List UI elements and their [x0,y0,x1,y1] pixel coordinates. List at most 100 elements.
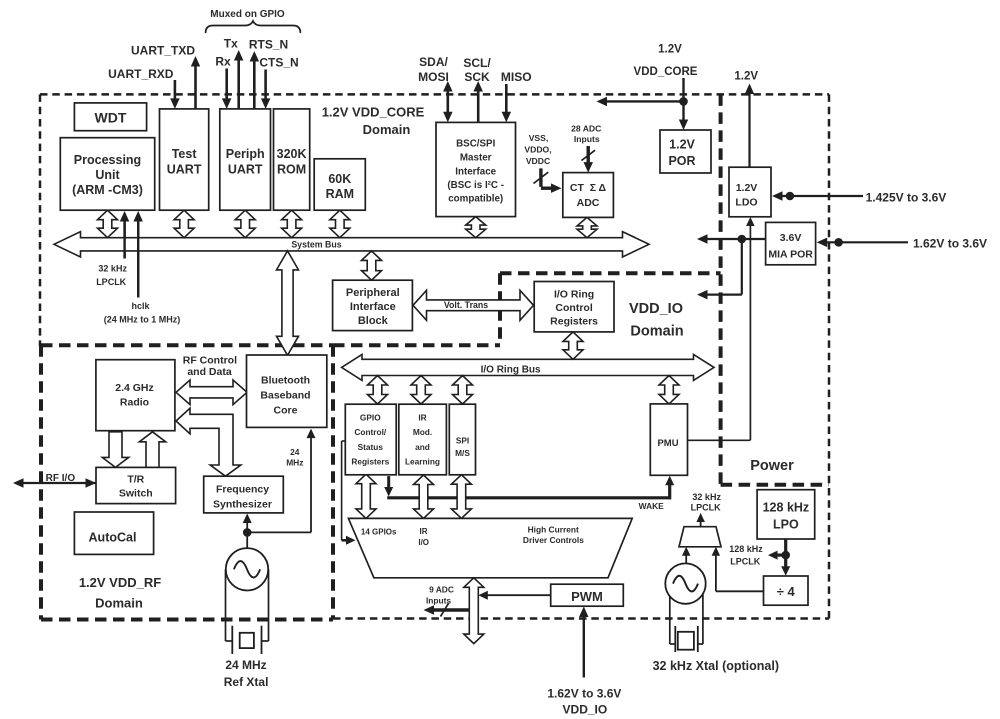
svg-text:RF I/O: RF I/O [46,473,76,484]
svg-text:I/O Ring: I/O Ring [554,289,594,301]
svg-text:System Bus: System Bus [291,239,341,249]
svg-text:VDD_IO: VDD_IO [563,703,608,717]
svg-text:VDD_IO: VDD_IO [629,301,683,317]
svg-text:POR: POR [668,154,695,168]
svg-text:MOSI: MOSI [418,70,449,84]
svg-text:IR: IR [418,413,426,423]
svg-text:AutoCal: AutoCal [89,531,137,545]
svg-text:MISO: MISO [501,70,532,84]
svg-text:Switch: Switch [119,488,153,500]
svg-text:LPO: LPO [773,518,799,532]
svg-text:1.2V: 1.2V [669,138,695,152]
svg-text:IR: IR [420,527,428,536]
svg-text:MIA POR: MIA POR [768,249,813,261]
svg-text:1.62V to 3.6V: 1.62V to 3.6V [547,687,621,701]
svg-text:BSC/SPI: BSC/SPI [456,139,495,150]
svg-text:T/R: T/R [127,474,144,486]
svg-text:32 kHz: 32 kHz [98,264,127,274]
svg-text:hclk: hclk [131,301,150,311]
svg-text:Core: Core [274,405,298,417]
svg-text:Rx: Rx [215,55,231,69]
svg-text:LPCLK: LPCLK [691,503,721,513]
svg-text:CTS_N: CTS_N [259,56,298,70]
svg-text:(BSC is I²C -: (BSC is I²C - [447,180,504,191]
svg-text:1.2V: 1.2V [736,182,758,194]
svg-text:LPCLK: LPCLK [96,277,126,287]
svg-text:SDA/: SDA/ [419,55,448,69]
svg-text:128 kHz: 128 kHz [729,544,763,554]
svg-text:1.2V: 1.2V [658,44,682,56]
svg-text:RF Control: RF Control [183,355,237,367]
svg-text:Control/: Control/ [354,427,386,437]
svg-text:Inputs: Inputs [426,596,451,606]
svg-text:VDDC: VDDC [526,156,550,166]
svg-text:1.2V: 1.2V [734,71,758,83]
svg-text:Inputs: Inputs [574,134,600,144]
svg-text:GPIO: GPIO [360,413,381,423]
svg-text:÷ 4: ÷ 4 [777,584,796,599]
svg-text:PWM: PWM [571,589,603,604]
svg-text:LPCLK: LPCLK [730,557,760,567]
svg-text:Domain: Domain [630,324,683,340]
svg-text:CT Σ Δ: CT Σ Δ [570,182,607,194]
svg-text:24 MHz: 24 MHz [225,658,266,672]
svg-text:RTS_N: RTS_N [249,38,288,52]
svg-text:High Current: High Current [528,524,579,534]
svg-text:UART: UART [228,163,263,177]
svg-text:UART_TXD: UART_TXD [131,44,195,58]
svg-text:VDDO,: VDDO, [524,145,551,155]
svg-text:Block: Block [358,315,389,327]
svg-text:I/O: I/O [418,538,429,547]
svg-text:Power: Power [750,458,794,474]
svg-text:2.4 GHz: 2.4 GHz [115,382,154,394]
svg-text:Peripheral: Peripheral [346,287,400,299]
svg-text:compatible): compatible) [448,194,503,205]
svg-text:28 ADC: 28 ADC [571,124,601,134]
svg-text:Driver Controls: Driver Controls [523,535,584,545]
svg-text:UART: UART [167,163,202,177]
svg-text:9 ADC: 9 ADC [429,585,454,595]
svg-text:Control: Control [555,302,592,314]
svg-text:VSS,: VSS, [529,133,549,143]
svg-text:1.425V to 3.6V: 1.425V to 3.6V [866,191,947,205]
svg-text:ADC: ADC [577,197,600,209]
svg-text:Interface: Interface [455,167,496,178]
svg-text:320K: 320K [277,147,307,161]
svg-text:Processing: Processing [74,153,141,167]
svg-text:1.2V VDD_RF: 1.2V VDD_RF [79,575,161,590]
svg-text:Interface: Interface [350,301,396,313]
svg-text:Synthesizer: Synthesizer [213,499,272,511]
svg-text:M/S: M/S [455,448,470,458]
svg-text:Frequency: Frequency [216,484,269,496]
svg-text:RAM: RAM [326,187,354,201]
svg-text:ROM: ROM [277,163,306,177]
svg-text:WAKE: WAKE [639,501,665,511]
svg-text:Learning: Learning [405,457,440,467]
svg-text:1.2V VDD_CORE: 1.2V VDD_CORE [322,105,425,120]
svg-text:Mod.: Mod. [413,427,432,437]
svg-text:UART_RXD: UART_RXD [108,67,174,81]
svg-text:Registers: Registers [550,316,598,328]
svg-text:and Data: and Data [187,366,232,378]
svg-text:32 kHz: 32 kHz [692,492,721,502]
svg-text:PMU: PMU [657,438,678,449]
svg-text:Status: Status [358,442,384,452]
svg-text:Domain: Domain [363,122,411,137]
svg-text:32 kHz Xtal (optional): 32 kHz Xtal (optional) [653,659,779,673]
svg-text:VDD_CORE: VDD_CORE [634,66,698,78]
svg-text:and: and [415,442,430,452]
svg-text:Unit: Unit [95,168,120,182]
svg-text:128 kHz: 128 kHz [763,501,810,515]
svg-text:SCK: SCK [464,70,490,84]
svg-text:3.6V: 3.6V [780,232,802,244]
svg-text:Muxed on GPIO: Muxed on GPIO [210,9,285,20]
svg-text:Baseband: Baseband [260,390,310,402]
svg-text:Volt. Trans: Volt. Trans [444,300,488,310]
svg-text:60K: 60K [328,172,351,186]
svg-text:Radio: Radio [120,397,149,409]
svg-text:1.62V to 3.6V: 1.62V to 3.6V [913,237,987,251]
svg-text:Bluetooth: Bluetooth [261,375,310,387]
svg-text:(24 MHz to 1 MHz): (24 MHz to 1 MHz) [104,315,181,325]
svg-text:I/O Ring Bus: I/O Ring Bus [481,365,541,376]
svg-text:SPI: SPI [456,436,469,446]
